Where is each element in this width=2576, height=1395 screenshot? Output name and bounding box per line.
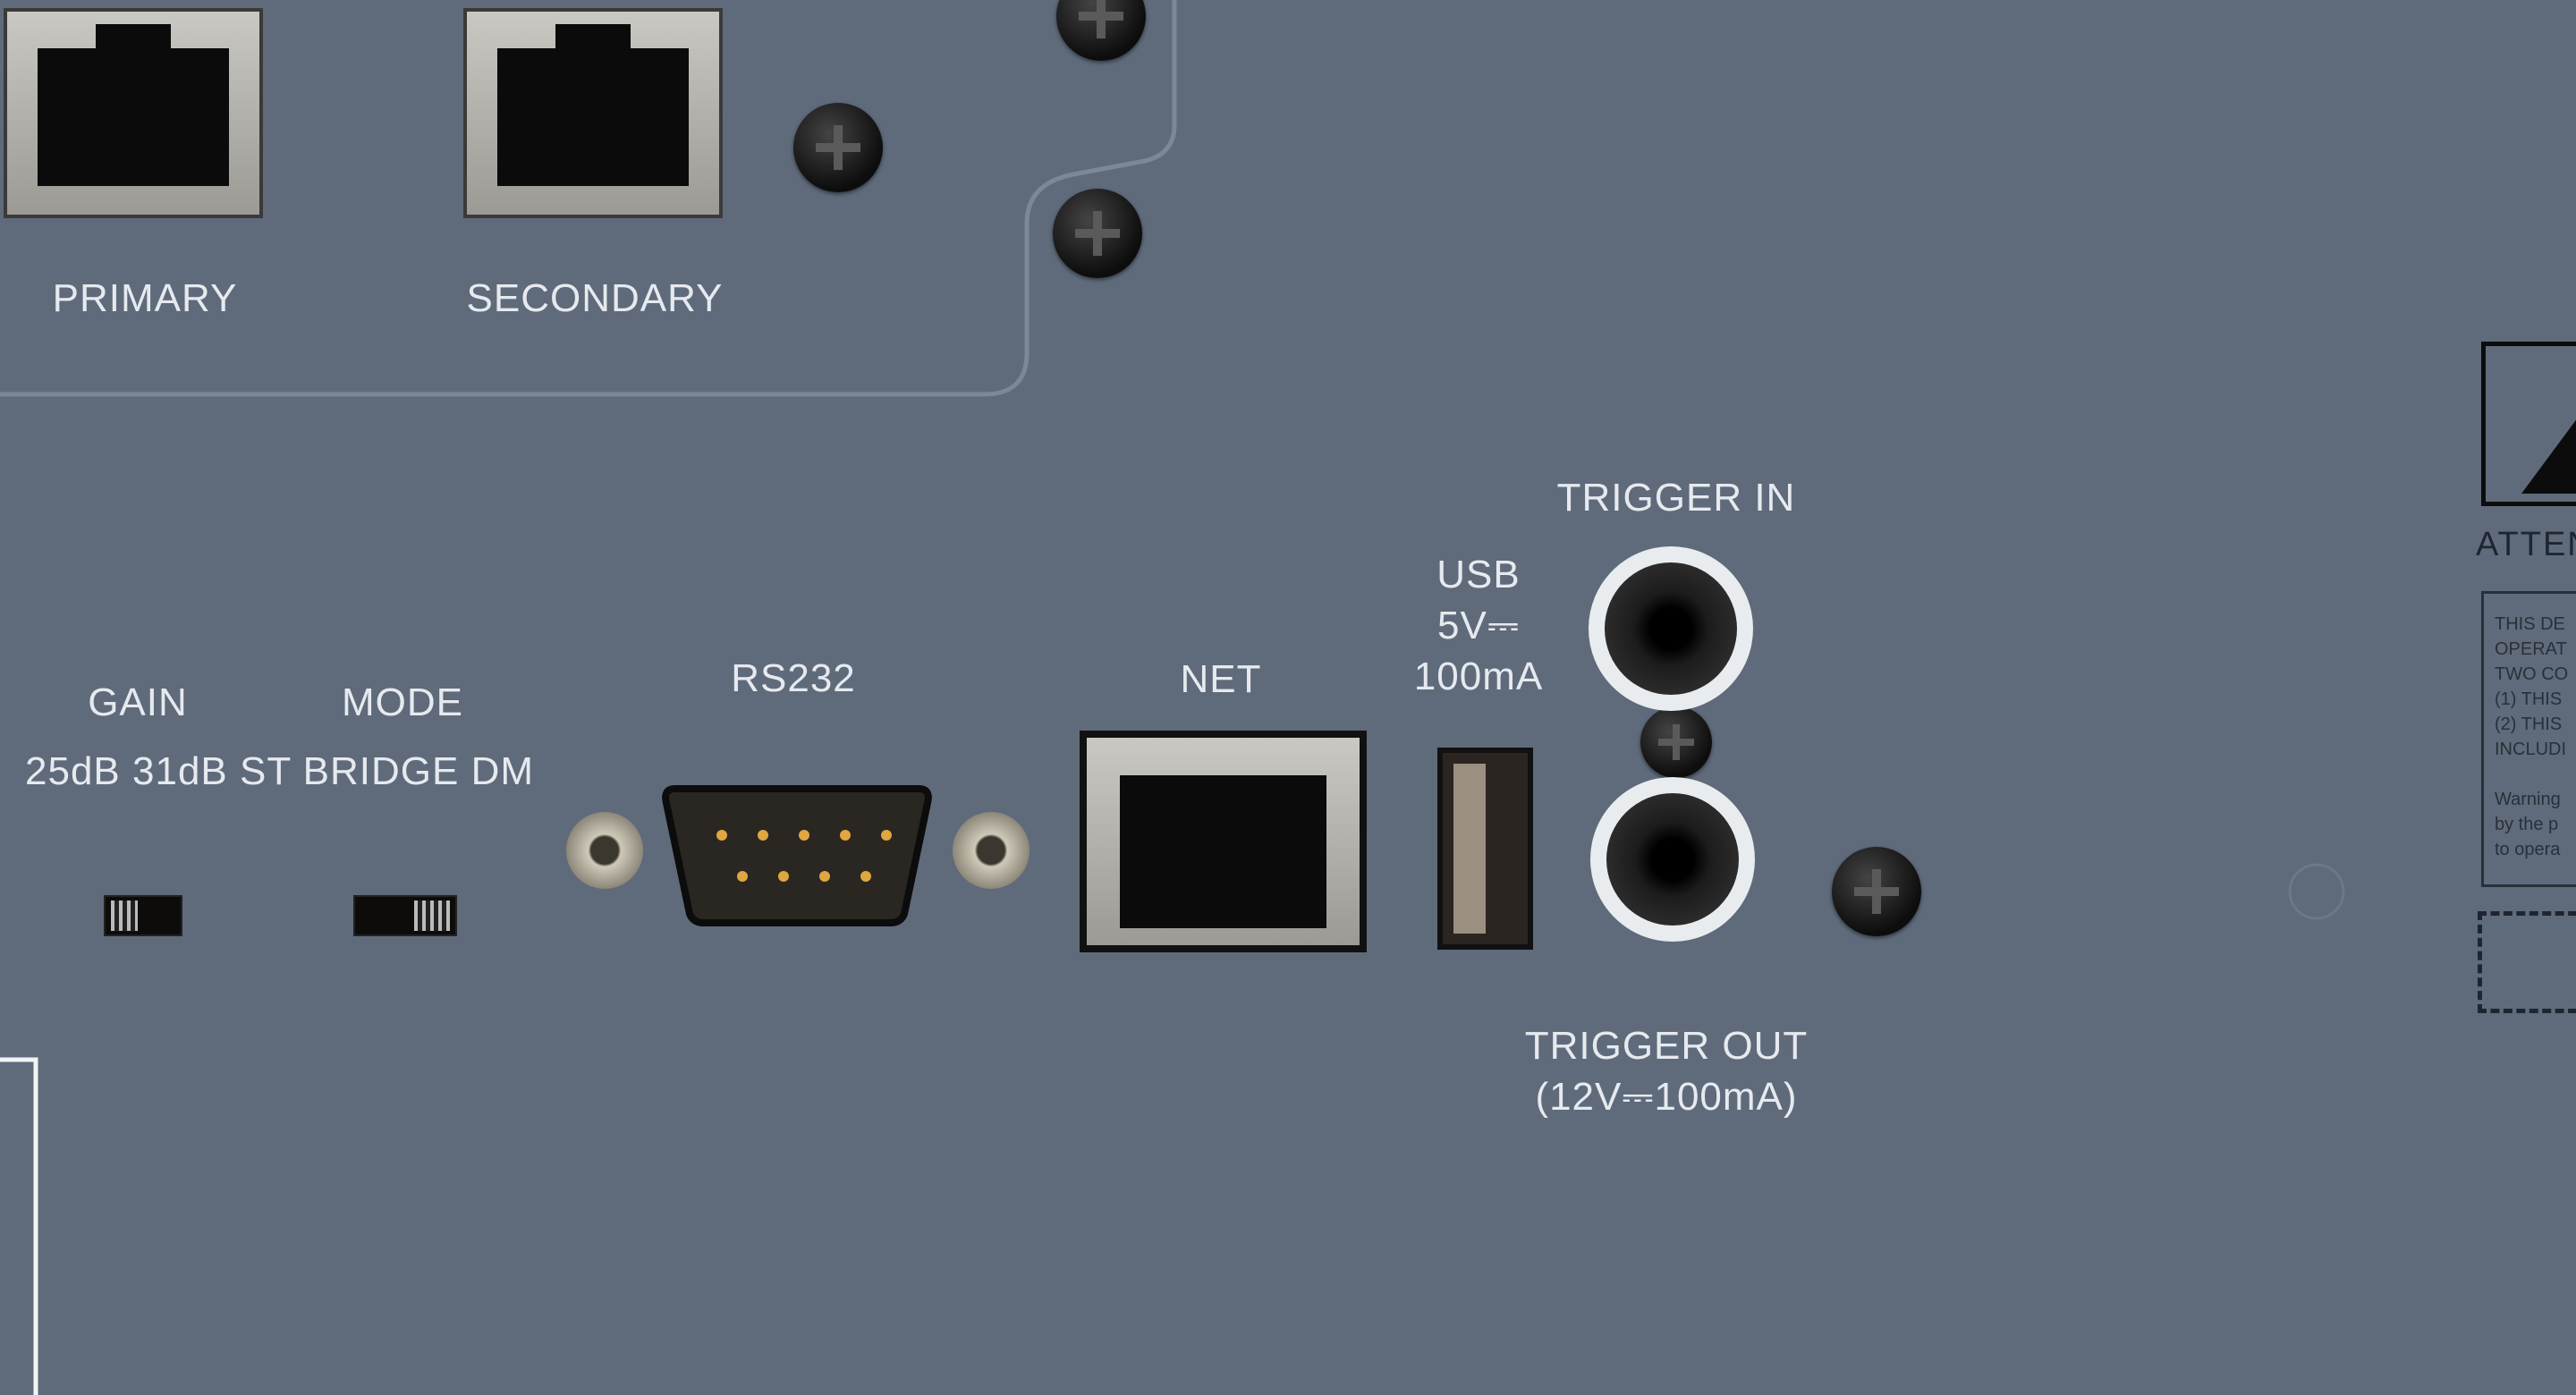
warning-triangle-icon [2521,419,2576,494]
gain-switch[interactable] [104,895,182,936]
rs232-port[interactable] [657,780,936,928]
mode-option-st: ST [240,749,292,793]
trigger-out-spec: (12V⎓100mA) [1535,1075,1798,1119]
mode-switch[interactable] [353,895,457,936]
ethernet-port-secondary[interactable] [463,8,723,218]
compliance-line: by the p [2495,815,2559,834]
standoff-icon [566,812,643,889]
compliance-line: INCLUDI [2495,740,2567,759]
usb-label-line1: USB [1436,553,1521,596]
gain-option-31db: 31dB [132,749,228,793]
switch-options: 25dB 31dB ST BRIDGE DM [25,749,534,794]
compliance-text-box: THIS DE OPERAT TWO CO (1) THIS (2) THIS … [2481,591,2576,887]
compliance-line: (2) THIS [2495,714,2563,734]
label-placeholder-box [2478,911,2576,1013]
gain-label: GAIN [88,681,188,724]
usb-label-line2: 5V⎓ [1437,604,1520,648]
mode-option-bridge: BRIDGE [302,749,460,793]
net-port[interactable] [1080,731,1367,952]
usb-label: USB 5V⎓ 100mA [1414,549,1543,703]
ethernet-port-primary[interactable] [4,8,263,218]
mode-label: MODE [342,681,463,724]
standoff-icon [953,812,1030,889]
trigger-out-jack[interactable] [1590,777,1755,942]
primary-label: PRIMARY [52,276,238,320]
screw-icon [793,103,883,192]
warning-box [2481,342,2576,506]
trigger-in-label: TRIGGER IN [1556,476,1796,520]
screw-icon [1640,706,1712,778]
secondary-label: SECONDARY [466,276,724,320]
compliance-line: Warning [2495,790,2561,809]
usb-label-line3: 100mA [1413,655,1544,699]
warning-label: ATTEN [2476,526,2576,563]
compliance-line: OPERAT [2495,639,2567,659]
compliance-line: to opera [2495,840,2561,859]
compliance-line: THIS DE [2495,614,2565,634]
usb-port[interactable] [1437,748,1533,950]
screw-icon [1053,189,1142,278]
trigger-out-label: TRIGGER OUT [1524,1024,1809,1068]
screw-icon [1832,847,1921,936]
gain-option-25db: 25dB [25,749,121,793]
compliance-line: TWO CO [2495,664,2569,684]
compliance-line: (1) THIS [2495,689,2563,709]
net-label: NET [1180,657,1262,701]
rs232-label: RS232 [731,656,856,700]
trigger-in-jack[interactable] [1589,546,1753,711]
mode-option-dm: DM [470,749,535,793]
